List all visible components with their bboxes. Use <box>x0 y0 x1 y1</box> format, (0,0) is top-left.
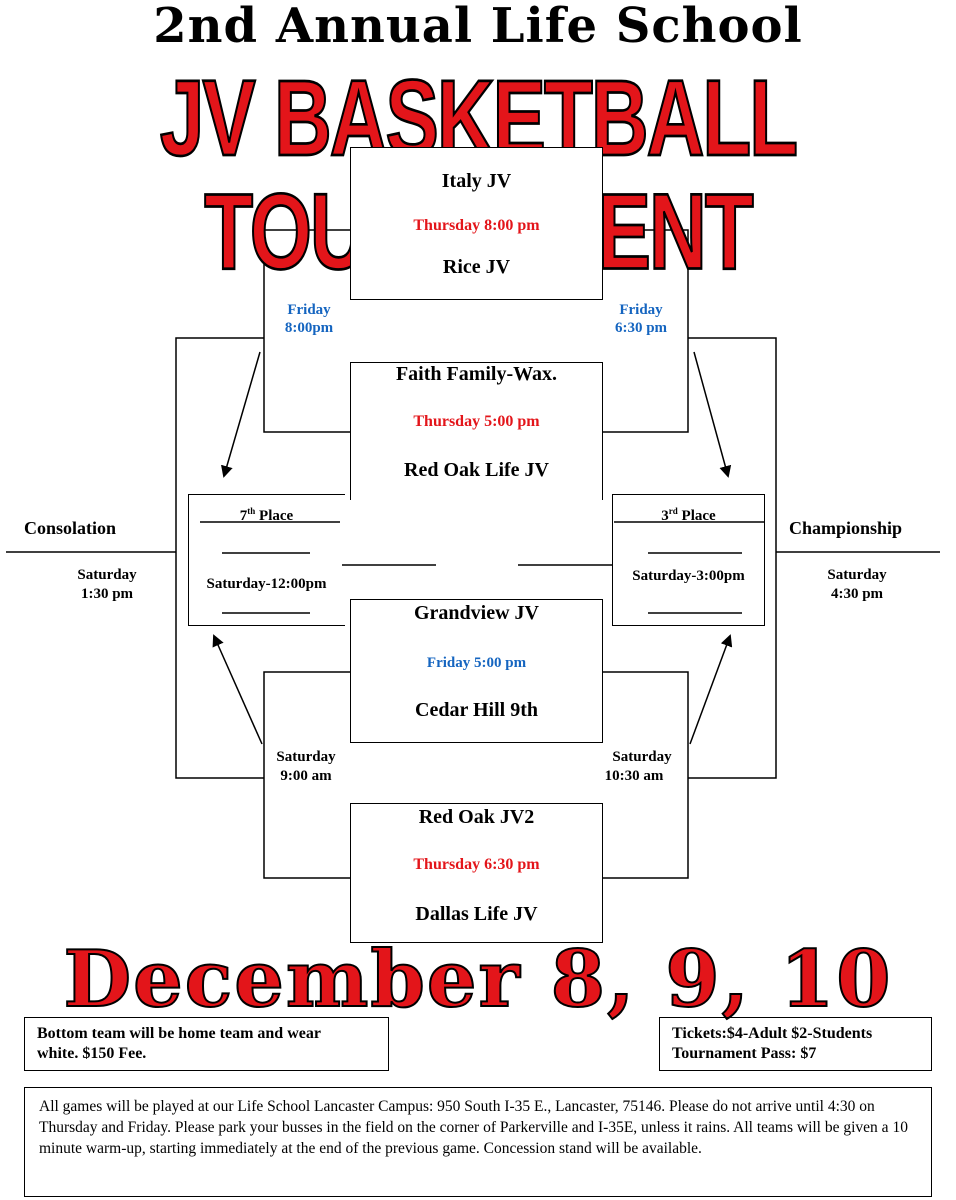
general-info: All games will be played at our Life Sch… <box>24 1087 932 1197</box>
friday-right-time: Friday 6:30 pm <box>604 301 678 337</box>
third-place-box: 3rd Place Saturday-3:00pm <box>612 494 765 626</box>
event-title: 2nd Annual Life School <box>153 0 803 54</box>
time: 4:30 pm <box>830 586 884 602</box>
team-top: Grandview JV <box>414 602 539 624</box>
game-box-1: Italy JV Thursday 8:00 pm Rice JV <box>350 147 603 300</box>
game-time: Thursday 8:00 pm <box>413 217 540 234</box>
game-time: Friday 5:00 pm <box>426 655 527 671</box>
team-bottom: Rice JV <box>442 256 511 278</box>
day: Friday <box>619 302 663 318</box>
saturday-right-time: Saturday 10:30 am <box>584 748 684 786</box>
team-top: Red Oak JV2 <box>418 806 535 828</box>
game-time: Thursday 5:00 pm <box>413 413 540 430</box>
seventh-place-box: 7th Place Saturday-12:00pm <box>188 494 345 626</box>
team-top: Faith Family-Wax. <box>395 363 558 385</box>
day: Friday <box>287 302 331 318</box>
team-bottom: Red Oak Life JV <box>404 459 549 481</box>
place-suffix: rd <box>668 506 678 516</box>
place-label: Place <box>677 508 716 524</box>
place-suffix: th <box>247 506 256 516</box>
day: Saturday <box>77 567 137 583</box>
note-line: Tournament Pass: $7 <box>672 1045 817 1062</box>
day: Saturday <box>612 749 672 765</box>
place-title: 3rd Place <box>613 502 764 526</box>
saturday-left-time: Saturday 9:00 am <box>268 748 344 786</box>
day: Saturday <box>827 567 887 583</box>
tournament-dates: December 8, 9, 10 <box>62 934 893 1026</box>
day: Saturday <box>276 749 336 765</box>
tickets-note: Tickets:$4-Adult $2-Students Tournament … <box>659 1017 932 1071</box>
place-title: 7th Place <box>189 502 344 526</box>
time: 8:00pm <box>284 320 334 336</box>
time: 9:00 am <box>280 768 332 784</box>
place-number: 7 <box>239 508 248 524</box>
game-box-4: Red Oak JV2 Thursday 6:30 pm Dallas Life… <box>350 803 603 943</box>
team-bottom: Cedar Hill 9th <box>415 699 538 721</box>
friday-left-time: Friday 8:00pm <box>272 301 346 337</box>
consolation-time: Saturday 1:30 pm <box>62 566 152 604</box>
time: 10:30 am <box>604 768 664 784</box>
time: 1:30 pm <box>80 586 134 602</box>
game-box-2: Faith Family-Wax. Thursday 5:00 pm Red O… <box>350 362 603 500</box>
place-label: Place <box>255 508 294 524</box>
note-line: white. $150 Fee. <box>37 1045 147 1062</box>
note-line: Tickets:$4-Adult $2-Students <box>672 1025 873 1042</box>
home-team-note: Bottom team will be home team and wear w… <box>24 1017 389 1071</box>
place-time: Saturday-12:00pm <box>206 576 327 592</box>
time: 6:30 pm <box>614 320 668 336</box>
championship-time: Saturday 4:30 pm <box>812 566 902 604</box>
place-time: Saturday-3:00pm <box>632 568 745 584</box>
place-number: 3 <box>661 508 669 524</box>
championship-label: Championship <box>789 518 903 538</box>
team-top: Italy JV <box>441 170 512 192</box>
team-bottom: Dallas Life JV <box>415 903 538 925</box>
game-box-3: Grandview JV Friday 5:00 pm Cedar Hill 9… <box>350 599 603 743</box>
note-line: Bottom team will be home team and wear <box>37 1025 321 1042</box>
consolation-label: Consolation <box>24 518 117 538</box>
game-time: Thursday 6:30 pm <box>413 856 540 873</box>
